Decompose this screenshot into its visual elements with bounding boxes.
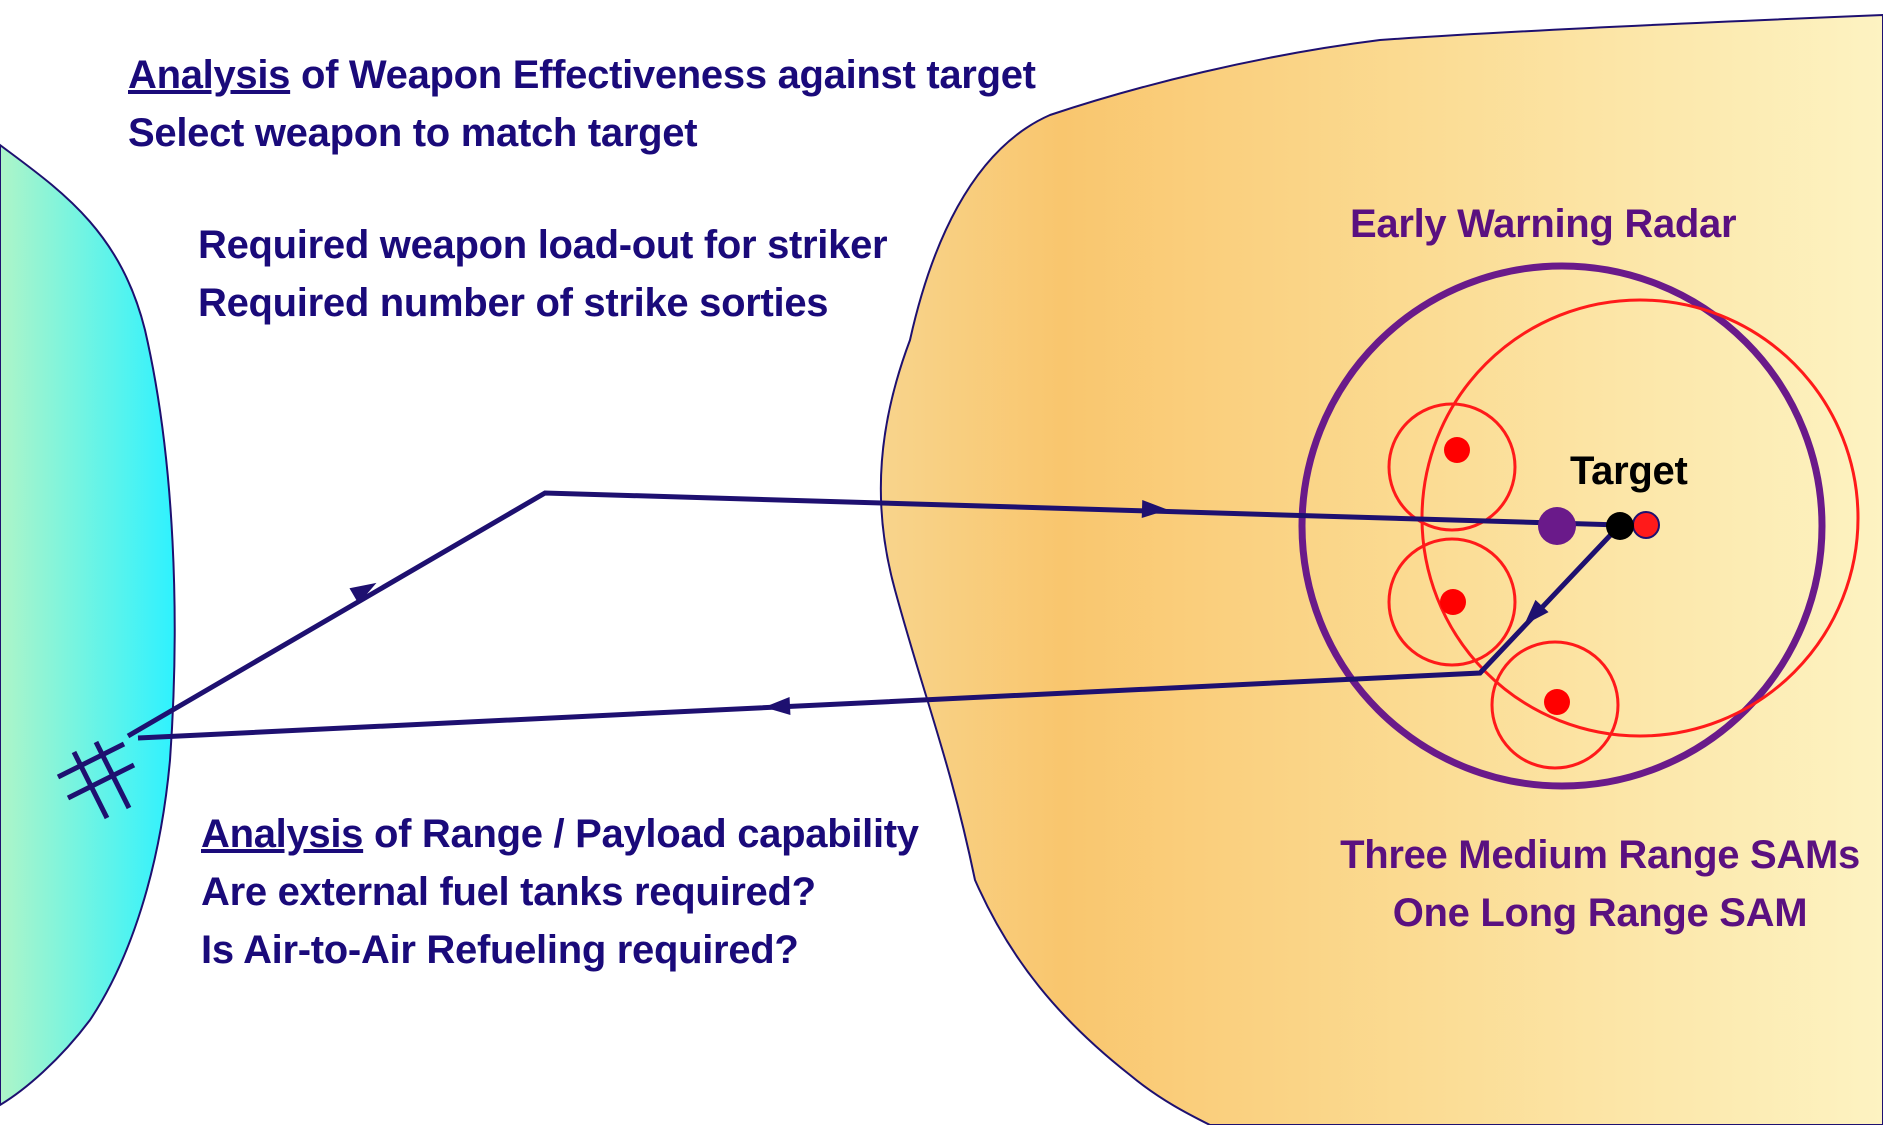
enemy-territory — [879, 13, 1883, 1125]
weapon-analysis-text: Analysis of Weapon Effectiveness against… — [128, 46, 1036, 162]
range-analysis-line2: Are external fuel tanks required? — [201, 870, 816, 914]
analysis-underlined-label: Analysis — [128, 53, 291, 97]
range-analysis-text: Analysis of Range / Payload capability A… — [201, 805, 919, 979]
weapon-analysis-line2: Select weapon to match target — [128, 111, 698, 155]
ingress-route — [126, 490, 1621, 739]
analysis-underlined-label: Analysis — [201, 812, 364, 856]
early-warning-radar-label: Early Warning Radar — [1350, 202, 1737, 246]
arrowhead-icon — [1141, 500, 1168, 518]
airbase-hash-icon — [56, 740, 136, 820]
arrowhead-icon — [349, 582, 377, 604]
sam-description-line1: Three Medium Range SAMs — [1340, 833, 1860, 877]
friendly-territory — [0, 143, 176, 1107]
weapon-analysis-line1: of Weapon Effectiveness against target — [290, 53, 1036, 97]
loadout-text: Required weapon load-out for striker Req… — [198, 216, 888, 332]
medium-range-sam-ring — [1387, 402, 1517, 532]
arrowhead-icon — [1524, 599, 1549, 625]
target-sam-icon — [1632, 511, 1660, 539]
sam-description: Three Medium Range SAMs One Long Range S… — [1320, 826, 1880, 942]
target-icon — [1606, 512, 1634, 540]
loadout-line2: Required number of strike sorties — [198, 281, 829, 325]
range-analysis-line3: Is Air-to-Air Refueling required? — [201, 928, 799, 972]
sam-description-line2: One Long Range SAM — [1392, 891, 1808, 935]
target-label: Target — [1570, 449, 1688, 493]
medium-range-sam-ring — [1490, 640, 1620, 770]
arrowhead-icon — [764, 697, 791, 715]
egress-route — [137, 523, 1622, 741]
loadout-line1: Required weapon load-out for striker — [198, 223, 888, 267]
sam-site-icon — [1444, 437, 1470, 463]
medium-range-sam-ring — [1387, 537, 1517, 667]
early-warning-radar-ring — [1298, 262, 1826, 790]
sam-site-icon — [1544, 689, 1570, 715]
sam-site-icon — [1440, 589, 1466, 615]
radar-site-icon — [1538, 507, 1576, 545]
range-analysis-line1: of Range / Payload capability — [363, 812, 919, 856]
